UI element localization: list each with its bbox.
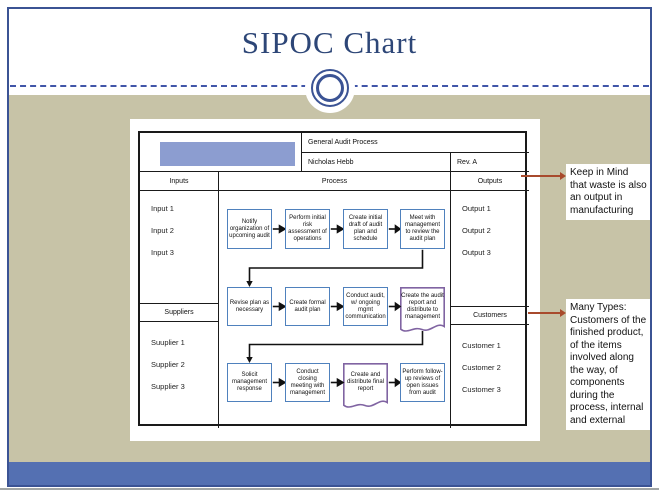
flow-step-label: Create formal audit plan <box>289 299 326 313</box>
document-shape-icon <box>400 287 445 332</box>
flow-step: Conduct closing meeting with management <box>285 363 330 402</box>
flow-step-label: Create and distribute final report <box>346 372 385 392</box>
slide-shadow-line <box>0 488 659 490</box>
flow-connectors-layer <box>246 224 445 408</box>
outputs-list: Output 1 Output 2 Output 3 <box>451 191 529 307</box>
output-item: Output 3 <box>462 248 491 257</box>
divider-ornament-circle-icon <box>316 74 344 102</box>
suppliers-list: Suuplier 1 Supplier 2 Supplier 3 <box>140 322 219 428</box>
annotation-arrow-icon <box>521 172 566 180</box>
process-flow-area: Notify organization of upcoming audit Pe… <box>219 191 451 428</box>
flow-step: Create initial draft of audit plan and s… <box>343 209 388 249</box>
input-item: Input 3 <box>151 248 174 257</box>
flowchart-table: General Audit Process Nicholas Hebb Rev.… <box>138 131 529 428</box>
column-header-suppliers: Suppliers <box>140 304 219 322</box>
page-title: SIPOC Chart <box>241 25 418 60</box>
flowchart-panel: General Audit Process Nicholas Hebb Rev.… <box>130 119 540 441</box>
supplier-item: Suuplier 1 <box>151 338 185 347</box>
flow-step-label: Create the audit report and distribute t… <box>401 292 444 320</box>
footer-bar <box>9 462 650 485</box>
inputs-list: Input 1 Input 2 Input 3 <box>140 191 219 304</box>
flow-step: Notify organization of upcoming audit <box>227 209 272 249</box>
flow-step: Perform follow-up reviews of open issues… <box>400 363 445 402</box>
supplier-item: Supplier 3 <box>151 382 185 391</box>
flow-arrow-icon <box>272 224 402 388</box>
revision-cell: Rev. A <box>451 153 529 172</box>
process-title-cell: General Audit Process <box>302 133 529 153</box>
column-header-inputs: Inputs <box>140 172 219 191</box>
input-item: Input 2 <box>151 226 174 235</box>
customer-item: Customer 1 <box>462 341 501 350</box>
output-item: Output 2 <box>462 226 491 235</box>
customers-list: Customer 1 Customer 2 Customer 3 <box>451 325 529 428</box>
flow-step-document: Create and distribute final report <box>343 364 388 401</box>
author-cell: Nicholas Hebb <box>302 153 451 172</box>
flow-step-document: Create the audit report and distribute t… <box>400 288 445 325</box>
divider-ornament-circle-icon <box>311 69 349 107</box>
supplier-item: Supplier 2 <box>151 360 185 369</box>
logo-cell <box>140 133 302 172</box>
flow-step-label: Conduct closing meeting with management <box>289 368 326 396</box>
flow-step: Revise plan as necessary <box>227 287 272 326</box>
annotation-customers: Many Types: Customers of the finished pr… <box>566 299 651 430</box>
input-item: Input 1 <box>151 204 174 213</box>
flow-step-label: Perform initial risk assessment of opera… <box>288 215 327 242</box>
annotation-arrow-icon <box>528 309 566 317</box>
flow-step-label: Create initial draft of audit plan and s… <box>348 215 383 242</box>
flow-step-label: Solicit management response <box>231 372 268 392</box>
flow-step-label: Revise plan as necessary <box>229 299 270 313</box>
flow-step: Perform initial risk assessment of opera… <box>285 209 330 249</box>
customer-item: Customer 2 <box>462 363 501 372</box>
column-header-customers: Customers <box>451 307 529 325</box>
annotation-outputs: Keep in Mind that waste is also an outpu… <box>566 164 651 220</box>
flow-step-label: Conduct audit, w/ ongoing mgmt communica… <box>345 292 386 320</box>
logo-placeholder <box>160 142 295 166</box>
flow-step: Solicit management response <box>227 363 272 402</box>
output-item: Output 1 <box>462 204 491 213</box>
flow-step-label: Meet with management to review the audit… <box>404 215 441 242</box>
flow-step: Conduct audit, w/ ongoing mgmt communica… <box>343 287 388 326</box>
flow-arrowhead-icon <box>246 281 253 363</box>
flow-step: Create formal audit plan <box>285 287 330 326</box>
document-shape-icon <box>343 363 388 408</box>
flow-step-label: Notify organization of upcoming audit <box>229 218 270 239</box>
customer-item: Customer 3 <box>462 385 501 394</box>
flow-return-connector <box>248 249 424 358</box>
column-header-outputs: Outputs <box>451 172 529 191</box>
flow-step: Meet with management to review the audit… <box>400 209 445 249</box>
flow-step-label: Perform follow-up reviews of open issues… <box>402 368 443 396</box>
column-header-process: Process <box>219 172 451 191</box>
